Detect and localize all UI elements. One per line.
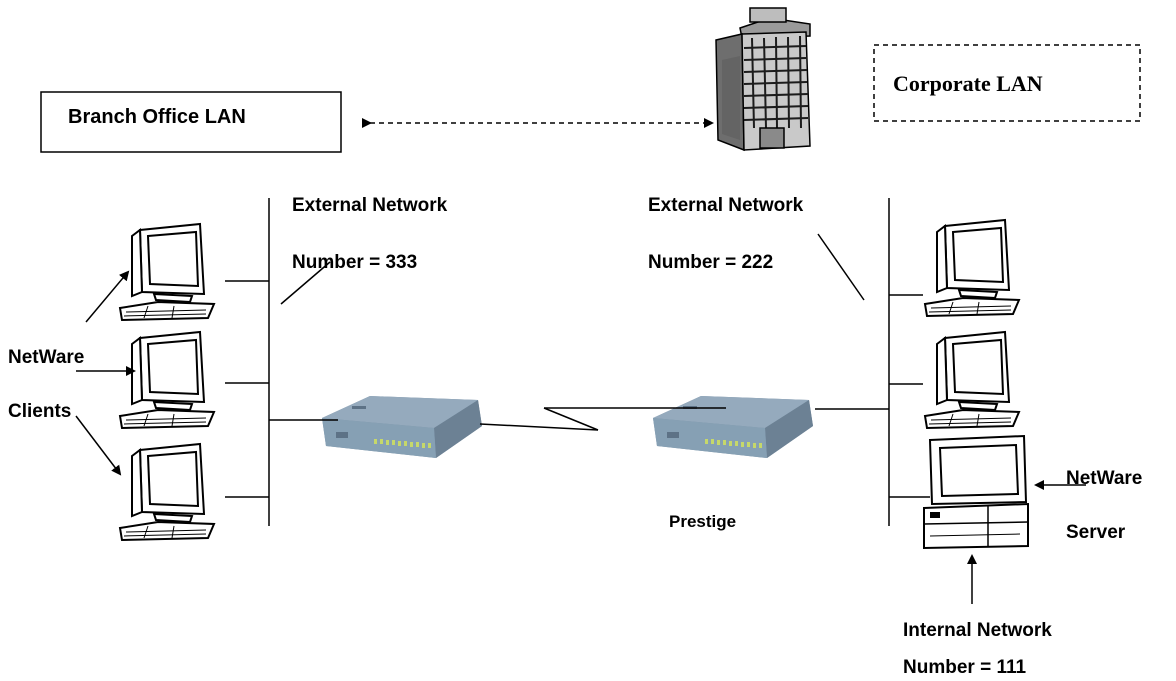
router-icon [322, 396, 482, 458]
netware-clients-line1: NetWare [8, 347, 85, 368]
ext-net-right-line1: External Network [648, 195, 804, 216]
server-icon [923, 434, 1029, 550]
netware-server-line2: Server [1066, 522, 1126, 543]
ext-net-left-line2: Number = 333 [292, 252, 418, 273]
netware-server-line1: NetWare [1066, 468, 1143, 489]
workstation-icon [119, 223, 215, 321]
internal-net-line1: Internal Network [903, 620, 1052, 641]
netware-clients-line2: Clients [8, 401, 72, 422]
corporate-lan-box [873, 44, 1141, 122]
ext-net-left-line1: External Network [292, 195, 448, 216]
workstation-icon [119, 331, 215, 429]
ext-net-right-line2: Number = 222 [648, 252, 774, 273]
workstation-icon [924, 331, 1020, 429]
corporate-lan-label: Corporate LAN [893, 71, 1043, 96]
branch-office-box [40, 91, 342, 153]
router-icon [653, 396, 813, 458]
internal-net-line2: Number = 111 [903, 657, 1027, 678]
prestige-label: Prestige [669, 512, 737, 531]
workstation-icon [924, 219, 1020, 317]
branch-office-label: Branch Office LAN [68, 106, 246, 128]
wan-link [479, 423, 599, 431]
building-icon [715, 7, 811, 152]
workstation-icon [119, 443, 215, 541]
